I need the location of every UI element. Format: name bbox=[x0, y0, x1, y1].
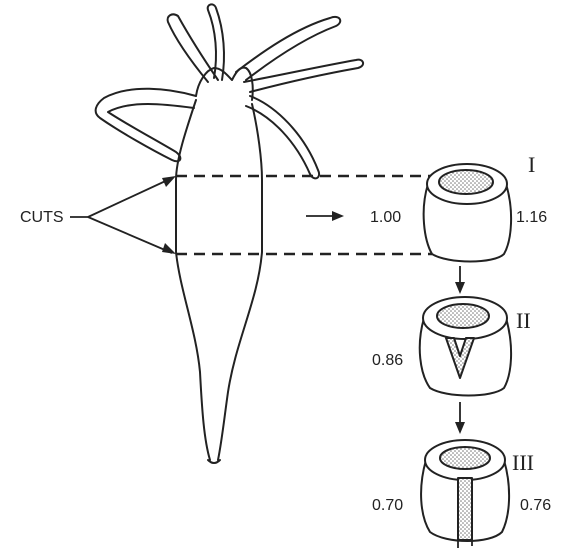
arrowhead-upper-cut bbox=[162, 176, 176, 187]
ring-1-lumen bbox=[439, 170, 493, 194]
arrow-stage-1-to-2 bbox=[455, 266, 465, 294]
stage-1-numeral: I bbox=[528, 152, 535, 177]
ring-3-slit bbox=[458, 478, 472, 540]
cuts-label: CUTS bbox=[20, 209, 64, 226]
tentacle-4 bbox=[244, 60, 363, 92]
tentacle-1 bbox=[168, 14, 218, 82]
tentacle-3 bbox=[236, 17, 340, 80]
ring-3-value-left: 0.70 bbox=[372, 497, 403, 514]
ring-2 bbox=[420, 297, 511, 396]
basal-disc bbox=[208, 460, 220, 463]
arrowhead-lower-cut bbox=[162, 243, 176, 254]
ring-2-lumen bbox=[437, 304, 489, 328]
body-right-outline bbox=[218, 104, 262, 460]
arrow-stage-2-to-3 bbox=[455, 402, 465, 434]
stage-2-numeral: II bbox=[516, 308, 531, 333]
stage-3-numeral: III bbox=[512, 450, 534, 475]
ring-1-measure-arrow bbox=[306, 211, 344, 221]
ring-3-value-right: 0.76 bbox=[520, 497, 551, 514]
ring-3 bbox=[421, 440, 509, 548]
cuts-arrows bbox=[70, 178, 172, 253]
ring-3-lumen bbox=[440, 447, 490, 469]
ring-2-value-left: 0.86 bbox=[372, 352, 403, 369]
ring-1-value-left: 1.00 bbox=[370, 209, 401, 226]
ring-1-value-right: 1.16 bbox=[516, 209, 547, 226]
tentacle-5 bbox=[246, 96, 319, 178]
body-left-outline bbox=[176, 100, 210, 460]
hydra-drawing bbox=[96, 4, 363, 463]
hypostome bbox=[196, 68, 253, 100]
ring-1 bbox=[424, 164, 511, 262]
